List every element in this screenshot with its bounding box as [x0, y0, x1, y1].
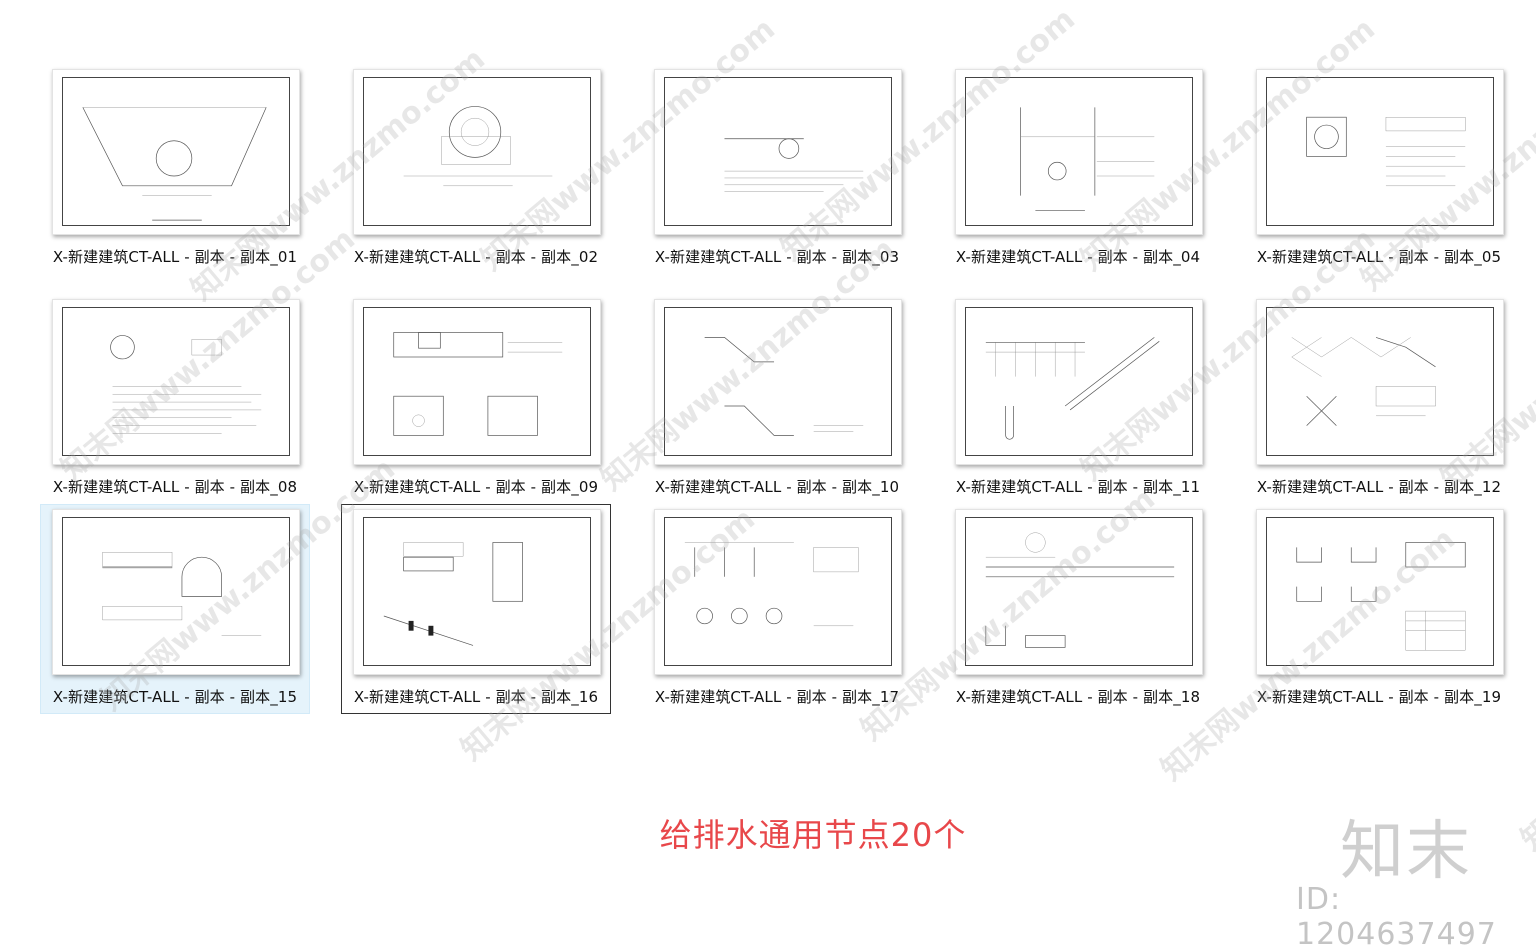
- file-thumbnail: [1256, 509, 1504, 675]
- drawing-frame: [62, 307, 290, 456]
- file-thumbnail: [353, 509, 601, 675]
- file-item[interactable]: X-新建建筑CT-ALL - 副本 - 副本_02: [341, 64, 611, 274]
- drawing-frame: [965, 77, 1193, 226]
- drawing-frame: [664, 517, 892, 666]
- file-item[interactable]: X-新建建筑CT-ALL - 副本 - 副本_10: [642, 294, 912, 504]
- file-thumbnail: [1256, 69, 1504, 235]
- file-item[interactable]: X-新建建筑CT-ALL - 副本 - 副本_01: [40, 64, 310, 274]
- drawing-frame: [62, 77, 290, 226]
- drawing-frame: [363, 517, 591, 666]
- file-item[interactable]: X-新建建筑CT-ALL - 副本 - 副本_18: [943, 504, 1213, 714]
- file-item[interactable]: X-新建建筑CT-ALL - 副本 - 副本_11: [943, 294, 1213, 504]
- file-name: X-新建建筑CT-ALL - 副本 - 副本_01: [52, 248, 298, 266]
- file-name: X-新建建筑CT-ALL - 副本 - 副本_04: [955, 248, 1201, 266]
- drawing-frame: [965, 307, 1193, 456]
- drawing-frame: [1266, 307, 1494, 456]
- file-name: X-新建建筑CT-ALL - 副本 - 副本_09: [353, 478, 599, 496]
- file-item[interactable]: X-新建建筑CT-ALL - 副本 - 副本_17: [642, 504, 912, 714]
- file-thumbnail: [955, 509, 1203, 675]
- file-thumbnail: [52, 69, 300, 235]
- file-thumbnail: [955, 299, 1203, 465]
- drawing-frame: [62, 517, 290, 666]
- file-thumbnail: [654, 299, 902, 465]
- drawing-frame: [1266, 517, 1494, 666]
- file-thumbnail: [654, 509, 902, 675]
- file-name: X-新建建筑CT-ALL - 副本 - 副本_16: [353, 688, 599, 706]
- file-name: X-新建建筑CT-ALL - 副本 - 副本_15: [52, 688, 298, 706]
- file-name: X-新建建筑CT-ALL - 副本 - 副本_05: [1256, 248, 1502, 266]
- file-thumbnail: [353, 69, 601, 235]
- file-thumbnail: [52, 509, 300, 675]
- file-item[interactable]: X-新建建筑CT-ALL - 副本 - 副本_09: [341, 294, 611, 504]
- drawing-frame: [664, 77, 892, 226]
- file-name: X-新建建筑CT-ALL - 副本 - 副本_03: [654, 248, 900, 266]
- drawing-frame: [363, 77, 591, 226]
- drawing-frame: [965, 517, 1193, 666]
- file-name: X-新建建筑CT-ALL - 副本 - 副本_10: [654, 478, 900, 496]
- file-name: X-新建建筑CT-ALL - 副本 - 副本_17: [654, 688, 900, 706]
- brand-logo: 知末: [1340, 815, 1472, 889]
- file-name: X-新建建筑CT-ALL - 副本 - 副本_19: [1256, 688, 1502, 706]
- file-item[interactable]: X-新建建筑CT-ALL - 副本 - 副本_05: [1244, 64, 1514, 274]
- file-name: X-新建建筑CT-ALL - 副本 - 副本_11: [955, 478, 1201, 496]
- page-title: 给排水通用节点20个: [659, 816, 967, 854]
- file-name: X-新建建筑CT-ALL - 副本 - 副本_18: [955, 688, 1201, 706]
- file-thumbnail: [52, 299, 300, 465]
- file-item[interactable]: X-新建建筑CT-ALL - 副本 - 副本_16: [341, 504, 611, 714]
- drawing-frame: [1266, 77, 1494, 226]
- file-name: X-新建建筑CT-ALL - 副本 - 副本_02: [353, 248, 599, 266]
- file-thumbnail: [955, 69, 1203, 235]
- file-item[interactable]: X-新建建筑CT-ALL - 副本 - 副本_08: [40, 294, 310, 504]
- file-item[interactable]: X-新建建筑CT-ALL - 副本 - 副本_15: [40, 504, 310, 714]
- drawing-frame: [363, 307, 591, 456]
- drawing-frame: [664, 307, 892, 456]
- file-name: X-新建建筑CT-ALL - 副本 - 副本_12: [1256, 478, 1502, 496]
- id-label: ID: 1204637497: [1296, 882, 1497, 952]
- file-item[interactable]: X-新建建筑CT-ALL - 副本 - 副本_12: [1244, 294, 1514, 504]
- file-thumbnail: [654, 69, 902, 235]
- file-thumbnail: [1256, 299, 1504, 465]
- file-thumbnail: [353, 299, 601, 465]
- file-item[interactable]: X-新建建筑CT-ALL - 副本 - 副本_19: [1244, 504, 1514, 714]
- file-name: X-新建建筑CT-ALL - 副本 - 副本_08: [52, 478, 298, 496]
- file-item[interactable]: X-新建建筑CT-ALL - 副本 - 副本_03: [642, 64, 912, 274]
- file-item[interactable]: X-新建建筑CT-ALL - 副本 - 副本_04: [943, 64, 1213, 274]
